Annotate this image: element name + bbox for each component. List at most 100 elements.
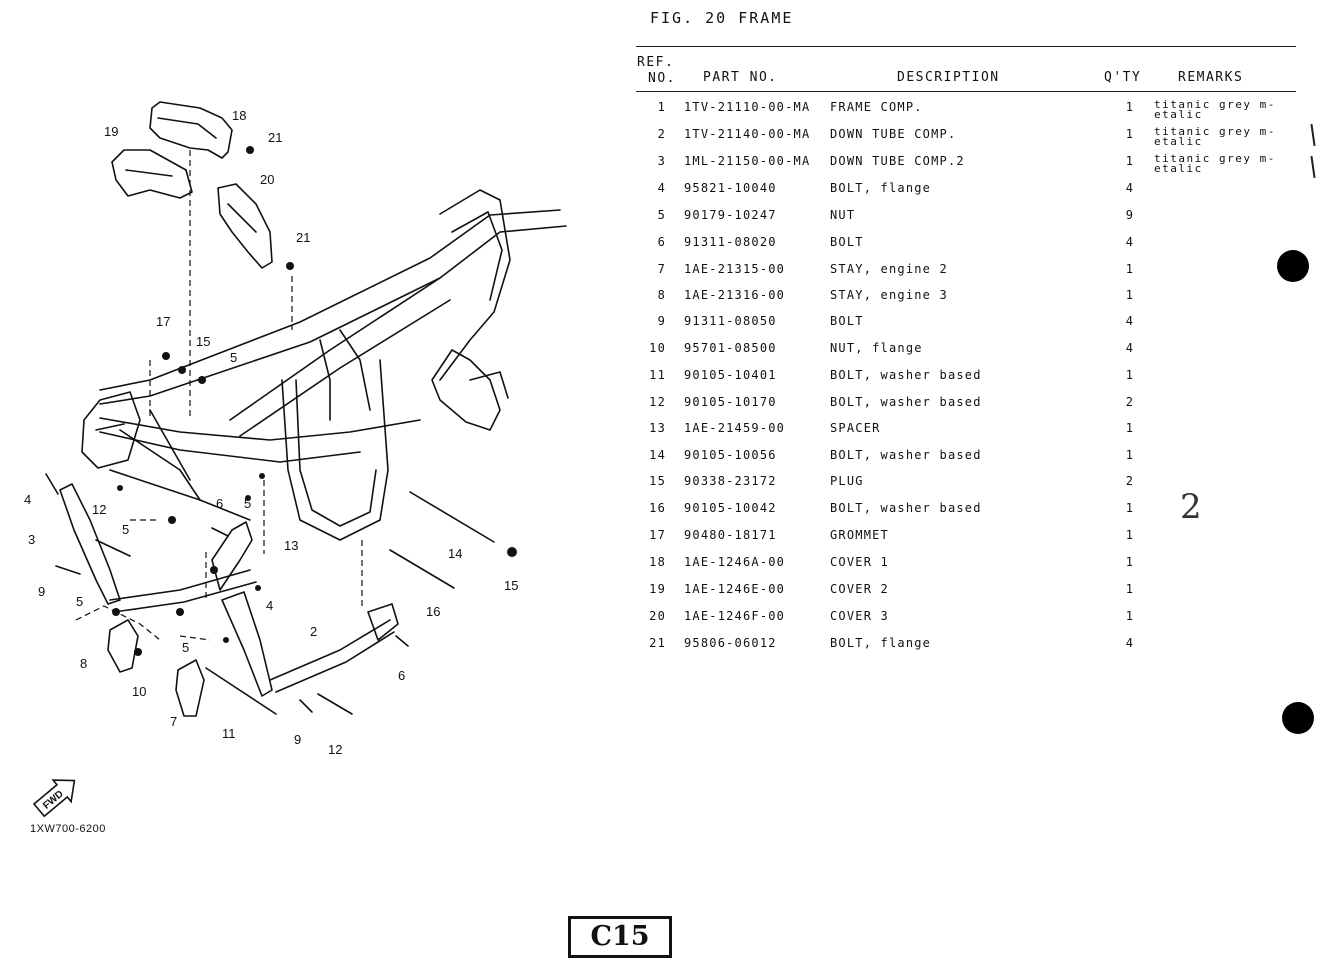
- header-top-rule: [636, 46, 1296, 47]
- part-description: COVER 3: [830, 609, 889, 623]
- part-qty: 9: [1125, 208, 1135, 222]
- part-description: NUT, flange: [830, 341, 923, 355]
- callout-label: 16: [426, 604, 440, 619]
- diagram-code: 1XW700-6200: [30, 823, 106, 835]
- ref-no: 4: [657, 181, 666, 195]
- part-qty: 1: [1125, 501, 1135, 515]
- part-row: 18 1AE-1246A-00 COVER 1 1: [636, 555, 1316, 581]
- part-number: 90105-10401: [684, 368, 777, 382]
- remarks-line-1: titanic grey m-: [1154, 152, 1276, 165]
- part-number: 1AE-1246A-00: [684, 555, 786, 569]
- part-qty: 4: [1125, 181, 1135, 195]
- remarks-line-1: titanic grey m-: [1154, 98, 1276, 111]
- part-qty: 4: [1125, 235, 1135, 249]
- ref-no: 9: [657, 314, 666, 328]
- part-row: 4 95821-10040 BOLT, flange 4: [636, 181, 1316, 207]
- callout-label: 19: [104, 124, 118, 139]
- part-number: 1AE-21459-00: [684, 421, 786, 435]
- part-qty: 1: [1125, 154, 1135, 168]
- part-description: PLUG: [830, 474, 864, 488]
- callout-label: 10: [132, 684, 146, 699]
- part-qty: 2: [1125, 474, 1135, 488]
- ref-no: 16: [649, 501, 666, 515]
- part-description: STAY, engine 2: [830, 262, 948, 276]
- ref-no: 14: [649, 448, 666, 462]
- part-description: COVER 2: [830, 582, 889, 596]
- callout-label: 4: [266, 598, 273, 613]
- part-qty: 1: [1125, 262, 1135, 276]
- part-description: COVER 1: [830, 555, 889, 569]
- part-qty: 4: [1125, 636, 1135, 650]
- part-number: 1AE-1246F-00: [684, 609, 786, 623]
- part-number: 1AE-1246E-00: [684, 582, 786, 596]
- part-number: 90480-18171: [684, 528, 777, 542]
- remarks-line-2: etalic: [1154, 108, 1203, 121]
- part-remarks: titanic grey m-etalic: [1154, 98, 1276, 121]
- remarks-line-1: titanic grey m-: [1154, 125, 1276, 138]
- remarks-line-2: etalic: [1154, 135, 1203, 148]
- callout-label: 8: [80, 656, 87, 671]
- callout-label: 5: [76, 594, 83, 609]
- part-description: FRAME COMP.: [830, 100, 923, 114]
- callout-label: 15: [196, 334, 210, 349]
- header-part-no: PART NO.: [703, 70, 778, 85]
- part-description: BOLT, washer based: [830, 395, 982, 409]
- part-number: 1AE-21316-00: [684, 288, 786, 302]
- part-qty: 2: [1125, 395, 1135, 409]
- ref-no: 15: [649, 474, 666, 488]
- callout-label: 14: [448, 546, 462, 561]
- part-number: 1TV-21140-00-MA: [684, 127, 811, 141]
- part-number: 95821-10040: [684, 181, 777, 195]
- callout-label: 18: [232, 108, 246, 123]
- callout-label: 5: [122, 522, 129, 537]
- part-description: DOWN TUBE COMP.2: [830, 154, 965, 168]
- header-qty: Q'TY: [1104, 70, 1142, 85]
- callout-label: 9: [38, 584, 45, 599]
- part-description: BOLT: [830, 235, 864, 249]
- part-number: 1AE-21315-00: [684, 262, 786, 276]
- frame-exploded-diagram: 18 19 21 20 21 17 15 5 4 12 3 5 6 5 9 13…: [24, 101, 567, 818]
- ref-no: 13: [649, 421, 666, 435]
- part-row: 17 90480-18171 GROMMET 1: [636, 528, 1316, 554]
- ref-no: 1: [657, 100, 666, 114]
- part-description: STAY, engine 3: [830, 288, 948, 302]
- ref-no: 18: [649, 555, 666, 569]
- part-number: 91311-08020: [684, 235, 777, 249]
- ref-no: 20: [649, 609, 666, 623]
- callout-label: 6: [398, 668, 405, 683]
- part-number: 90179-10247: [684, 208, 777, 222]
- callout-label: 5: [244, 496, 251, 511]
- callout-label: 15: [504, 578, 518, 593]
- part-qty: 1: [1125, 555, 1135, 569]
- header-description: DESCRIPTION: [897, 70, 1000, 85]
- part-qty: 4: [1125, 341, 1135, 355]
- ref-no: 7: [657, 262, 666, 276]
- figure-title: FIG. 20 FRAME: [650, 9, 794, 27]
- part-qty: 1: [1125, 528, 1135, 542]
- part-number: 90105-10056: [684, 448, 777, 462]
- ref-no: 17: [649, 528, 666, 542]
- ref-no: 2: [657, 127, 666, 141]
- fwd-arrow-icon: FWD: [32, 779, 76, 818]
- part-number: 90105-10170: [684, 395, 777, 409]
- part-description: GROMMET: [830, 528, 889, 542]
- part-qty: 1: [1125, 448, 1135, 462]
- part-description: BOLT, flange: [830, 181, 932, 195]
- part-qty: 1: [1125, 368, 1135, 382]
- page-label: C15: [568, 916, 672, 958]
- part-number: 95806-06012: [684, 636, 777, 650]
- part-qty: 1: [1125, 127, 1135, 141]
- callout-label: 9: [294, 732, 301, 747]
